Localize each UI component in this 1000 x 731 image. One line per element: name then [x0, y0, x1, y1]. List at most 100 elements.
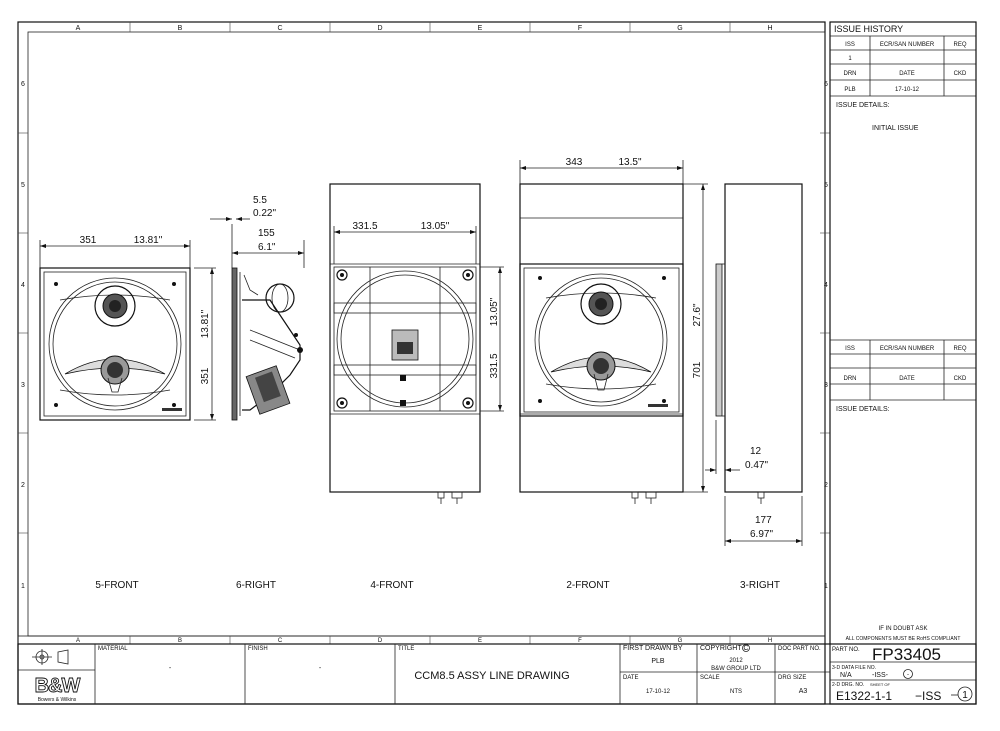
date-label: DATE [623, 675, 639, 681]
ih2-h-iss: ISS [845, 346, 855, 352]
drg-iss: −ISS [915, 689, 941, 703]
drg-size-label: DRG SIZE [778, 675, 806, 681]
ih-iss-value: 1 [848, 56, 852, 62]
copyright-year: 2012 [729, 658, 743, 664]
view-4-front: 331.5 13.05" 13.05" 331.5 4-FRONT [329, 183, 504, 591]
left-row-labels: 6 5 4 3 2 1 [18, 81, 28, 590]
title-label: TITLE [398, 646, 414, 652]
v2-height-in: 27.6" [692, 303, 703, 326]
col-b: B [178, 25, 183, 32]
v4-width-in: 13.05" [421, 221, 450, 232]
sheet-label: SHEET OF [870, 682, 890, 687]
bw-logo: B&W Bowers & Wilkins [30, 673, 84, 703]
bottom-column-labels: A B C D E F G H [17, 635, 826, 645]
row-6: 6 [21, 81, 25, 88]
col-f-bottom: F [578, 638, 582, 644]
row-2: 2 [21, 482, 25, 489]
data-iss-circle [903, 669, 913, 679]
title-block: B&W Bowers & Wilkins MATERIAL - FINISH -… [17, 643, 977, 705]
drg-iss-num: 1 [962, 690, 968, 701]
drg-size-value: A3 [799, 688, 808, 695]
ih-drn-value: PLB [844, 87, 855, 93]
col-b-bottom: B [178, 638, 182, 644]
col-a: A [76, 25, 81, 32]
col-e-bottom: E [478, 638, 482, 644]
col-d: D [377, 25, 382, 32]
issue-history-title: ISSUE HISTORY [834, 24, 903, 34]
v5-width-in: 13.81" [134, 235, 163, 246]
ih-date-value: 17-10-12 [895, 87, 920, 93]
row-1-right: 1 [824, 583, 828, 590]
col-g: G [677, 25, 682, 32]
view-2-front: 343 13.5" 27.6" 701 2-FRONT [519, 157, 708, 591]
col-a-bottom: A [76, 638, 80, 644]
col-h: H [767, 25, 772, 32]
part-no-label: PART NO. [832, 647, 860, 653]
material-label: MATERIAL [98, 646, 128, 652]
v6-dim-b: 155 [258, 228, 275, 239]
ih-details-label: ISSUE DETAILS: [836, 102, 890, 109]
row-1: 1 [21, 583, 25, 590]
scale-value: NTS [730, 689, 742, 695]
ih-h-req: REQ [953, 42, 966, 48]
material-value: - [169, 665, 172, 672]
date-value: 17-10-12 [646, 689, 671, 695]
ih2-h-date: DATE [899, 376, 915, 382]
v4-height-mm: 331.5 [489, 353, 500, 378]
v6-dim-a-in: 0.22" [253, 208, 276, 219]
v6-dim-b-in: 6.1" [258, 242, 276, 253]
drawing-title: CCM8.5 ASSY LINE DRAWING [414, 670, 569, 682]
ih-details-value: INITIAL ISSUE [872, 125, 919, 132]
row-4: 4 [21, 282, 25, 289]
note-rohs: ALL COMPONENTS MUST BE RoHS COMPLIANT [846, 636, 961, 642]
v4-width-mm: 331.5 [352, 221, 377, 232]
ih2-h-ecr: ECR/SAN NUMBER [880, 346, 935, 352]
v2-width-in: 13.5" [618, 157, 641, 168]
v3-dim-a: 12 [750, 446, 762, 457]
v3-dim-b-in: 6.97" [750, 529, 773, 540]
row-3: 3 [21, 382, 25, 389]
row-5: 5 [21, 182, 25, 189]
v4-height-in: 13.05" [489, 297, 500, 326]
v6-dim-a: 5.5 [253, 195, 267, 206]
first-drawn-value: PLB [651, 658, 665, 665]
v3-dim-b: 177 [755, 515, 772, 526]
data-file-label: 3-D DATA FILE NO. [832, 665, 876, 671]
col-d-bottom: D [378, 638, 383, 644]
data-iss-circle-text: - [907, 672, 909, 678]
issue-number-circle [957, 686, 973, 702]
scale-label: SCALE [700, 675, 720, 681]
first-drawn-label: FIRST DRAWN BY [623, 645, 683, 652]
data-iss: -ISS- [872, 672, 889, 679]
v5-height-mm: 351 [200, 367, 211, 384]
v5-label: 5-FRONT [95, 580, 138, 591]
right-row-labels: 6 5 4 3 2 1 [820, 81, 830, 590]
v2-width-mm: 343 [566, 157, 583, 168]
row-2-right: 2 [824, 482, 828, 489]
note-doubt: IF IN DOUBT ASK [879, 626, 928, 632]
v2-label: 2-FRONT [566, 580, 609, 591]
row-6-right: 6 [824, 81, 828, 88]
v4-label: 4-FRONT [370, 580, 413, 591]
v3-label: 3-RIGHT [740, 580, 780, 591]
inner-frame [27, 31, 826, 637]
data-file-value: N/A [840, 672, 852, 679]
projection-symbol-icon [32, 649, 69, 665]
v6-label: 6-RIGHT [236, 580, 276, 591]
col-f: F [578, 25, 582, 32]
col-c-bottom: C [278, 638, 283, 644]
logo-text: B&W [35, 675, 81, 697]
ih-h-iss: ISS [845, 42, 855, 48]
v5-width-mm: 351 [80, 235, 97, 246]
col-c: C [277, 25, 282, 32]
ih-h-date: DATE [899, 71, 915, 77]
drg-no-label: 2-D DRG. NO. [832, 682, 864, 688]
part-no-value: FP33405 [872, 645, 941, 664]
ih-h-drn: DRN [844, 71, 857, 77]
doc-part-label: DOC PART NO. [778, 646, 821, 652]
view-6-right: 5.5 0.22" 155 6.1" 6-RIGHT [210, 195, 305, 591]
row-3-right: 3 [824, 382, 828, 389]
view-3-right: 12 0.47" 177 6.97" 3-RIGHT [705, 183, 803, 591]
copyright-circle-icon [742, 644, 750, 652]
